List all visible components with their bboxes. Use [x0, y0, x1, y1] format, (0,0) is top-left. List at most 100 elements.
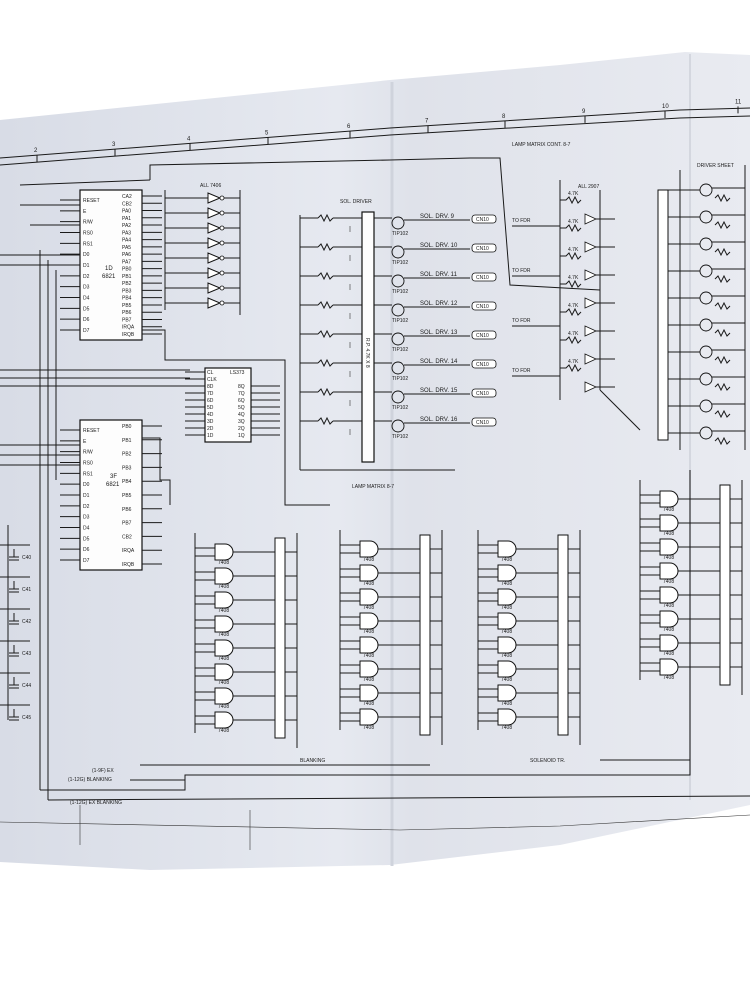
pin-label: PA6: [122, 252, 131, 258]
pia-lower-chip: 3F 6821 RESETER/WRS0RS1D0D1D2D3D4D5D6D7P…: [60, 419, 162, 571]
pin-label: PB2: [122, 281, 132, 287]
gate-part-label: 7408: [501, 725, 512, 731]
pin-label: PB2: [122, 452, 132, 458]
solenoid-label: SOL. DRV. 15: [420, 388, 458, 394]
pin-label: PB3: [122, 288, 132, 294]
and-gate: [497, 660, 517, 678]
resistor-value: 4.7K: [568, 219, 579, 225]
pin-label: PB6: [122, 507, 132, 513]
and-gate: [359, 636, 379, 654]
gate-part-label: 7408: [663, 603, 674, 609]
pin-label: 6Q: [238, 398, 245, 404]
and-gate: [497, 636, 517, 654]
connector: [471, 272, 497, 282]
transistor: [391, 390, 405, 404]
inverter-array-7406: [164, 190, 241, 315]
transistor-label: TIP102: [392, 434, 408, 440]
and-gate: [214, 711, 234, 729]
ruler-number: 2: [34, 148, 38, 154]
pin-label: E: [83, 439, 87, 445]
pin-label: CB2: [122, 534, 132, 540]
pin-label: D5: [83, 536, 90, 542]
gate-part-label: 7408: [218, 560, 229, 566]
and-gate: [659, 658, 679, 676]
and-gate: [359, 612, 379, 630]
ruler-number: 11: [735, 99, 742, 105]
transistor: [391, 274, 405, 288]
signal-blanking: (1-12G) BLANKING: [68, 777, 112, 783]
svg-text:LS373: LS373: [230, 370, 245, 376]
flipper-input-label: TO FDR: [512, 318, 531, 324]
and-gate: [359, 588, 379, 606]
pin-label: 4Q: [238, 412, 245, 418]
gate-part-label: 7408: [218, 728, 229, 734]
pin-label: PA1: [122, 216, 131, 222]
svg-text:3F: 3F: [110, 474, 117, 480]
title-all-7406: ALL 7406: [200, 183, 221, 189]
pin-label: D0: [83, 252, 90, 258]
connector: [471, 214, 497, 224]
bottom-signals: (1-9F) EX (1-12G) BLANKING (1-12G) EX BL…: [40, 470, 750, 806]
pin-label: R/W: [83, 450, 93, 456]
pin-label: PA2: [122, 223, 131, 229]
capacitor-label: C44: [22, 683, 31, 689]
ruler-number: 7: [425, 119, 429, 125]
pin-label: PB1: [122, 274, 132, 280]
pin-label: D7: [83, 558, 90, 564]
pin-label: RS0: [83, 231, 93, 237]
pin-label: PB4: [122, 296, 132, 302]
gate-part-label: 7408: [218, 680, 229, 686]
title-all-2907: ALL 2907: [578, 184, 599, 190]
pin-label: RESET: [83, 198, 100, 204]
gate-part-label: 7408: [363, 557, 374, 563]
pin-label: D4: [83, 526, 90, 532]
pin-label: PA7: [122, 259, 131, 265]
inverter-gate: [207, 237, 222, 249]
solenoid-label: SOL. DRV. 11: [420, 272, 458, 278]
and-gate: [659, 490, 679, 508]
connector: [471, 301, 497, 311]
and-gate: [659, 538, 679, 556]
connector-label: CN10: [476, 275, 489, 281]
pin-label: D4: [83, 296, 90, 302]
pin-label: 2Q: [238, 426, 245, 432]
and-gate: [359, 708, 379, 726]
and-gate: [497, 612, 517, 630]
gate-part-label: 7408: [501, 701, 512, 707]
capacitor-label: C43: [22, 651, 31, 657]
and-gate: [497, 684, 517, 702]
ruler-number: 8: [502, 114, 506, 120]
pin-label: 7Q: [238, 391, 245, 397]
pin-label: CL: [207, 370, 214, 376]
solenoid-label: SOL. DRV. 9: [420, 214, 455, 220]
inverter-gate: [207, 222, 222, 234]
pin-label: D3: [83, 515, 90, 521]
solenoid-label: SOL. DRV. 12: [420, 301, 458, 307]
transistor: [391, 245, 405, 259]
connector-label: CN10: [476, 420, 489, 426]
flipper-input-label: TO FDR: [512, 368, 531, 374]
transistor: [391, 361, 405, 375]
transistor-label: TIP102: [392, 318, 408, 324]
and-gate: [497, 564, 517, 582]
signal-ex: (1-9F) EX: [92, 768, 114, 774]
pin-label: IRQB: [122, 562, 135, 568]
pin-label: D5: [83, 306, 90, 312]
pin-label: 5Q: [238, 405, 245, 411]
pin-label: 2D: [207, 426, 214, 432]
gate-part-label: 7408: [663, 627, 674, 633]
and-gate: [214, 615, 234, 633]
transistor: [391, 419, 405, 433]
pin-label: D1: [83, 263, 90, 269]
connector: [471, 388, 497, 398]
solenoid-label: SOL. DRV. 16: [420, 417, 458, 423]
gate-part-label: 7408: [501, 557, 512, 563]
gate-part-label: 7408: [218, 584, 229, 590]
gate-part-label: 7408: [501, 677, 512, 683]
svg-text:6821: 6821: [106, 482, 120, 488]
gate-part-label: 7408: [363, 677, 374, 683]
connector-label: CN10: [476, 333, 489, 339]
and-gate: [497, 540, 517, 558]
